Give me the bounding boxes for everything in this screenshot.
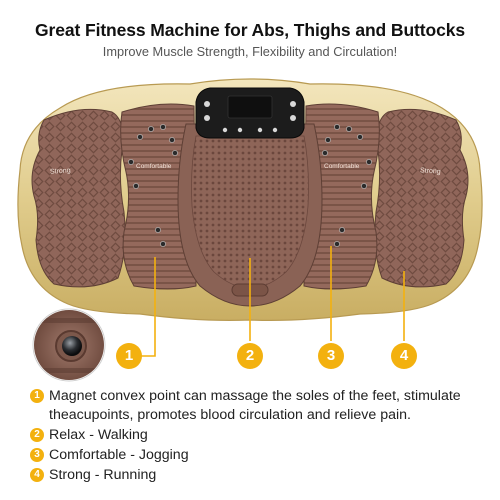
left-inner-pad bbox=[120, 103, 197, 290]
marker-1: 1 bbox=[116, 343, 142, 369]
label-left-inner: Comfortable bbox=[136, 163, 172, 170]
legend-text: Strong - Running bbox=[49, 467, 157, 483]
legend-number: 1 bbox=[30, 389, 44, 403]
legend-number: 4 bbox=[30, 468, 44, 482]
legend-item: 3 Comfortable - Jogging bbox=[30, 446, 490, 465]
feature-legend: 1 Magnet convex point can massage the so… bbox=[30, 387, 490, 486]
legend-item: 4 Strong - Running bbox=[30, 466, 490, 485]
label-left-outer: Strong bbox=[49, 167, 71, 176]
right-inner-pad bbox=[303, 103, 380, 290]
magnet-point-icon bbox=[62, 336, 82, 356]
label-right-outer: Strong bbox=[419, 167, 441, 176]
label-right-inner: Comfortable bbox=[324, 163, 360, 170]
legend-text: Magnet convex point can massage the sole… bbox=[49, 388, 461, 423]
marker-2: 2 bbox=[237, 343, 263, 369]
legend-number: 3 bbox=[30, 448, 44, 462]
page-title: Great Fitness Machine for Abs, Thighs an… bbox=[35, 20, 465, 40]
page-subtitle: Improve Muscle Strength, Flexibility and… bbox=[102, 44, 398, 59]
legend-text: Comfortable - Jogging bbox=[49, 447, 189, 463]
marker-4: 4 bbox=[391, 343, 417, 369]
legend-item: 2 Relax - Walking bbox=[30, 426, 490, 445]
legend-text: Relax - Walking bbox=[49, 427, 148, 443]
right-outer-pad bbox=[374, 108, 469, 288]
left-outer-pad bbox=[31, 108, 126, 288]
legend-item: 1 Magnet convex point can massage the so… bbox=[30, 387, 490, 425]
legend-number: 2 bbox=[30, 428, 44, 442]
marker-3: 3 bbox=[318, 343, 344, 369]
